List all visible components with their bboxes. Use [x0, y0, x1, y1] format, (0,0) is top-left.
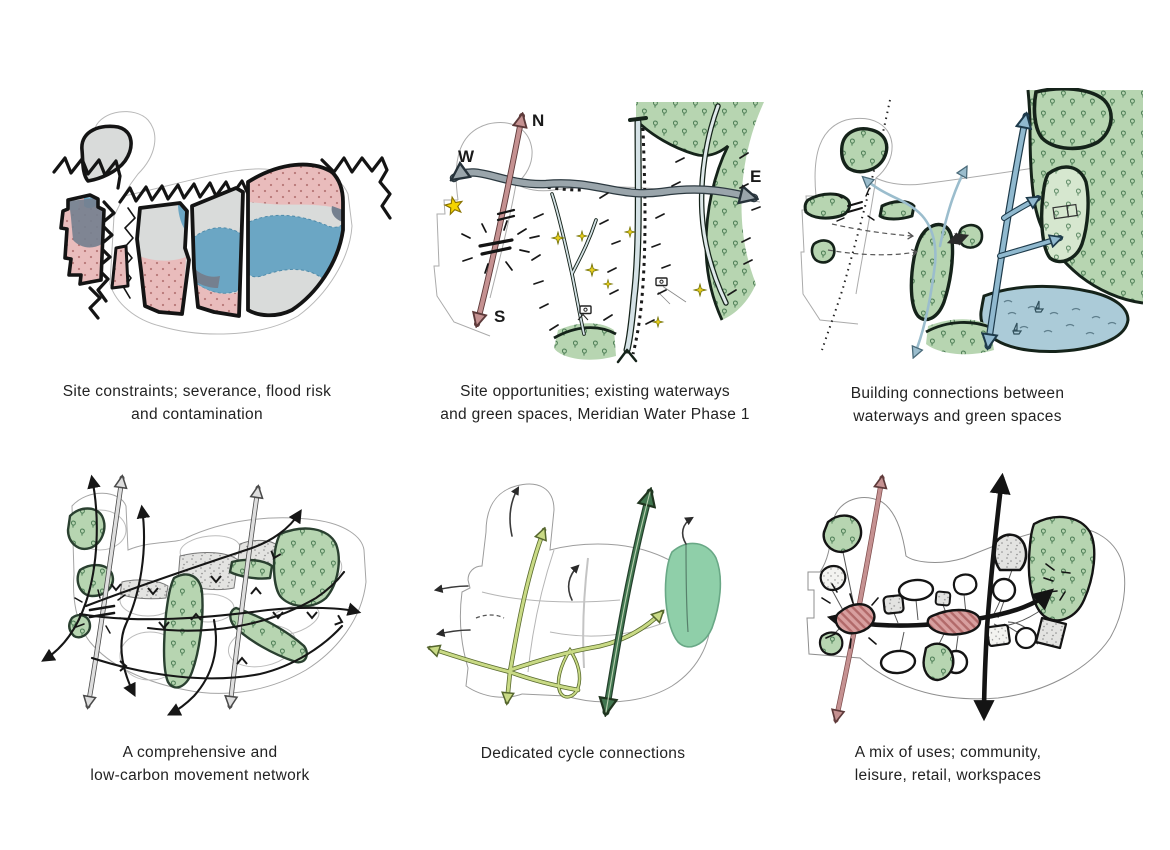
figure-site-constraints — [40, 98, 400, 370]
mix-of-uses-sketch — [806, 472, 1126, 751]
white-blob — [1014, 626, 1038, 650]
green-spaces — [553, 102, 764, 360]
figure-mix-of-uses — [798, 466, 1163, 751]
green-blobs — [803, 127, 984, 322]
hub-sparkle-dashes — [821, 583, 887, 649]
large-east-parcel — [246, 162, 345, 318]
dashed-link — [475, 614, 505, 619]
green-blob-dashes — [1043, 563, 1071, 601]
emphasis-dashes — [529, 152, 761, 331]
stipple-diamond — [1034, 616, 1068, 650]
middle-parcel — [135, 201, 191, 316]
star-icon — [443, 195, 464, 216]
caption-mix-of-uses: A mix of uses; community, leisure, retai… — [854, 744, 1042, 785]
triangle-parcel — [110, 244, 130, 290]
lake — [979, 284, 1130, 353]
white-blob — [897, 578, 935, 602]
small-direction-arrows — [110, 550, 344, 672]
building-footprint — [1052, 203, 1078, 220]
movement-routes — [41, 474, 362, 716]
thin-route-through-park — [685, 543, 689, 633]
green-blob — [922, 642, 955, 682]
stipple-dome — [993, 533, 1028, 572]
caption-movement-network: A comprehensive and low-carbon movement … — [90, 744, 310, 785]
white-blob — [991, 577, 1017, 603]
rail-arrow — [836, 478, 882, 720]
stipple-blob — [985, 623, 1011, 648]
compass-north-label: N — [532, 111, 544, 130]
dotted-path — [821, 99, 891, 351]
compass-west-label: W — [458, 147, 475, 166]
double-headed-link-arrow — [946, 232, 970, 246]
road-west-east-arrow — [454, 172, 754, 198]
sparkle-icons — [550, 225, 708, 329]
river-in-green — [698, 103, 729, 306]
dotted-rail-line — [525, 127, 647, 355]
figure-cycle-connections — [420, 472, 755, 744]
rail-crossing-symbol — [461, 208, 530, 274]
dashed-connection-arrows — [827, 223, 919, 257]
site-opportunities-sketch: N W E S — [433, 102, 764, 364]
flood-parcel — [190, 186, 245, 318]
star-markers — [443, 195, 708, 329]
big-green-field — [1026, 88, 1143, 305]
cycle-route-network — [430, 530, 662, 702]
stipple-blob — [934, 590, 952, 607]
figure-site-opportunities: N W E S — [430, 98, 795, 380]
caption-cycle-connections: Dedicated cycle connections — [480, 745, 686, 762]
cycle-connections-sketch — [420, 483, 722, 744]
site-constraints-sketch — [52, 111, 392, 335]
faint-site-outline — [94, 111, 353, 335]
caption-building-connections: Building connections between waterways a… — [850, 385, 1065, 426]
camera-icons — [577, 277, 687, 321]
blue-connection-arrows — [988, 116, 1060, 346]
small-streams — [550, 192, 598, 336]
light-blue-paths — [864, 168, 966, 356]
rail-crossing-symbol — [74, 589, 129, 634]
contaminated-parcel-west — [59, 193, 106, 286]
figure-building-connections — [798, 88, 1143, 380]
white-blob — [879, 649, 917, 675]
park-green-blob — [664, 542, 722, 648]
thin-walking-arrows — [433, 486, 694, 638]
green-blob — [822, 514, 863, 554]
compass-south-label: S — [494, 307, 505, 326]
caption-site-constraints: Site constraints; severance, flood risk … — [62, 383, 332, 424]
figure-movement-network — [28, 458, 403, 743]
caption-site-opportunities: Site opportunities; existing waterways a… — [440, 383, 750, 424]
dedicated-cycle-spine — [606, 492, 650, 712]
activity-hubs — [834, 603, 982, 636]
stipple-blob — [882, 594, 905, 615]
building-connections-sketch — [800, 88, 1143, 380]
bottom-green-band — [925, 319, 994, 355]
rail-crossing-symbol — [835, 188, 875, 222]
rail-line-arrows — [88, 478, 258, 706]
main-waterway-channel — [616, 116, 648, 364]
big-green-blob — [1027, 515, 1096, 622]
white-blob — [952, 573, 978, 596]
compass-east-label: E — [750, 167, 761, 186]
movement-network-sketch — [41, 458, 367, 716]
